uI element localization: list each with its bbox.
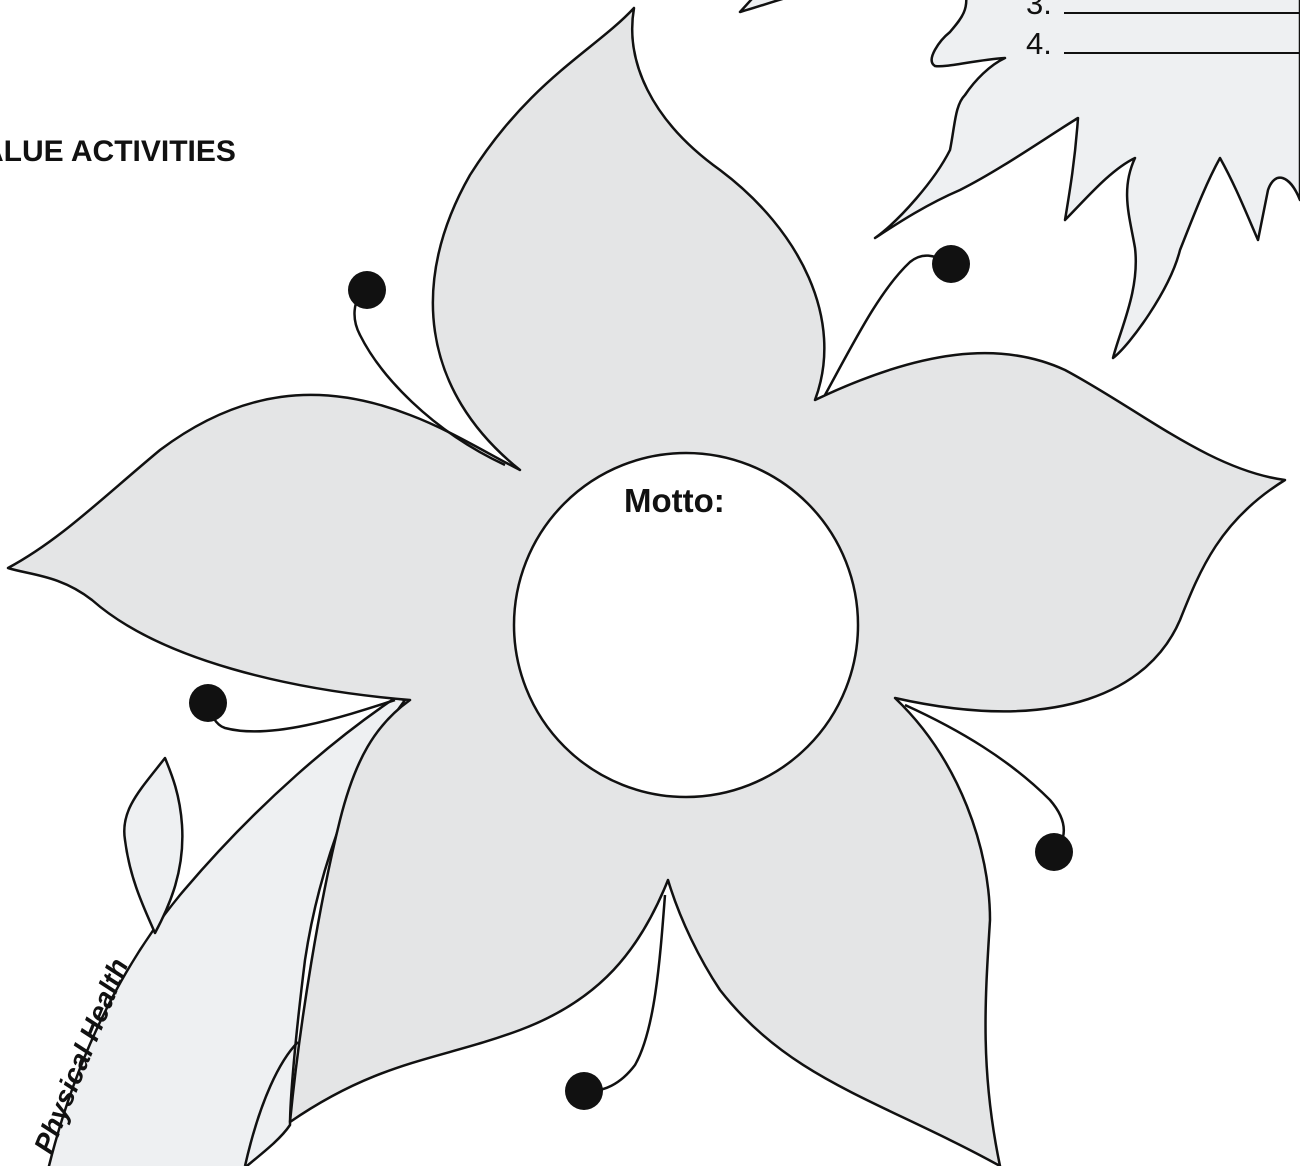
tendril-dot-right <box>1035 833 1073 871</box>
motto-label: Motto: <box>624 482 725 520</box>
list-item-number: 3. <box>1026 0 1052 22</box>
tendril-dot-top-right <box>932 245 970 283</box>
tendril-dot-top-left <box>348 271 386 309</box>
section-heading: ALUE ACTIVITIES <box>0 135 236 169</box>
list-item-3: 3. <box>1026 0 1300 22</box>
blank-line[interactable] <box>1064 28 1300 54</box>
list-item-4: 4. <box>1026 26 1300 62</box>
list-item-number: 4. <box>1026 26 1052 62</box>
blank-line[interactable] <box>1064 0 1300 14</box>
tendril-dot-bottom <box>565 1072 603 1110</box>
tendril-dot-left <box>189 684 227 722</box>
